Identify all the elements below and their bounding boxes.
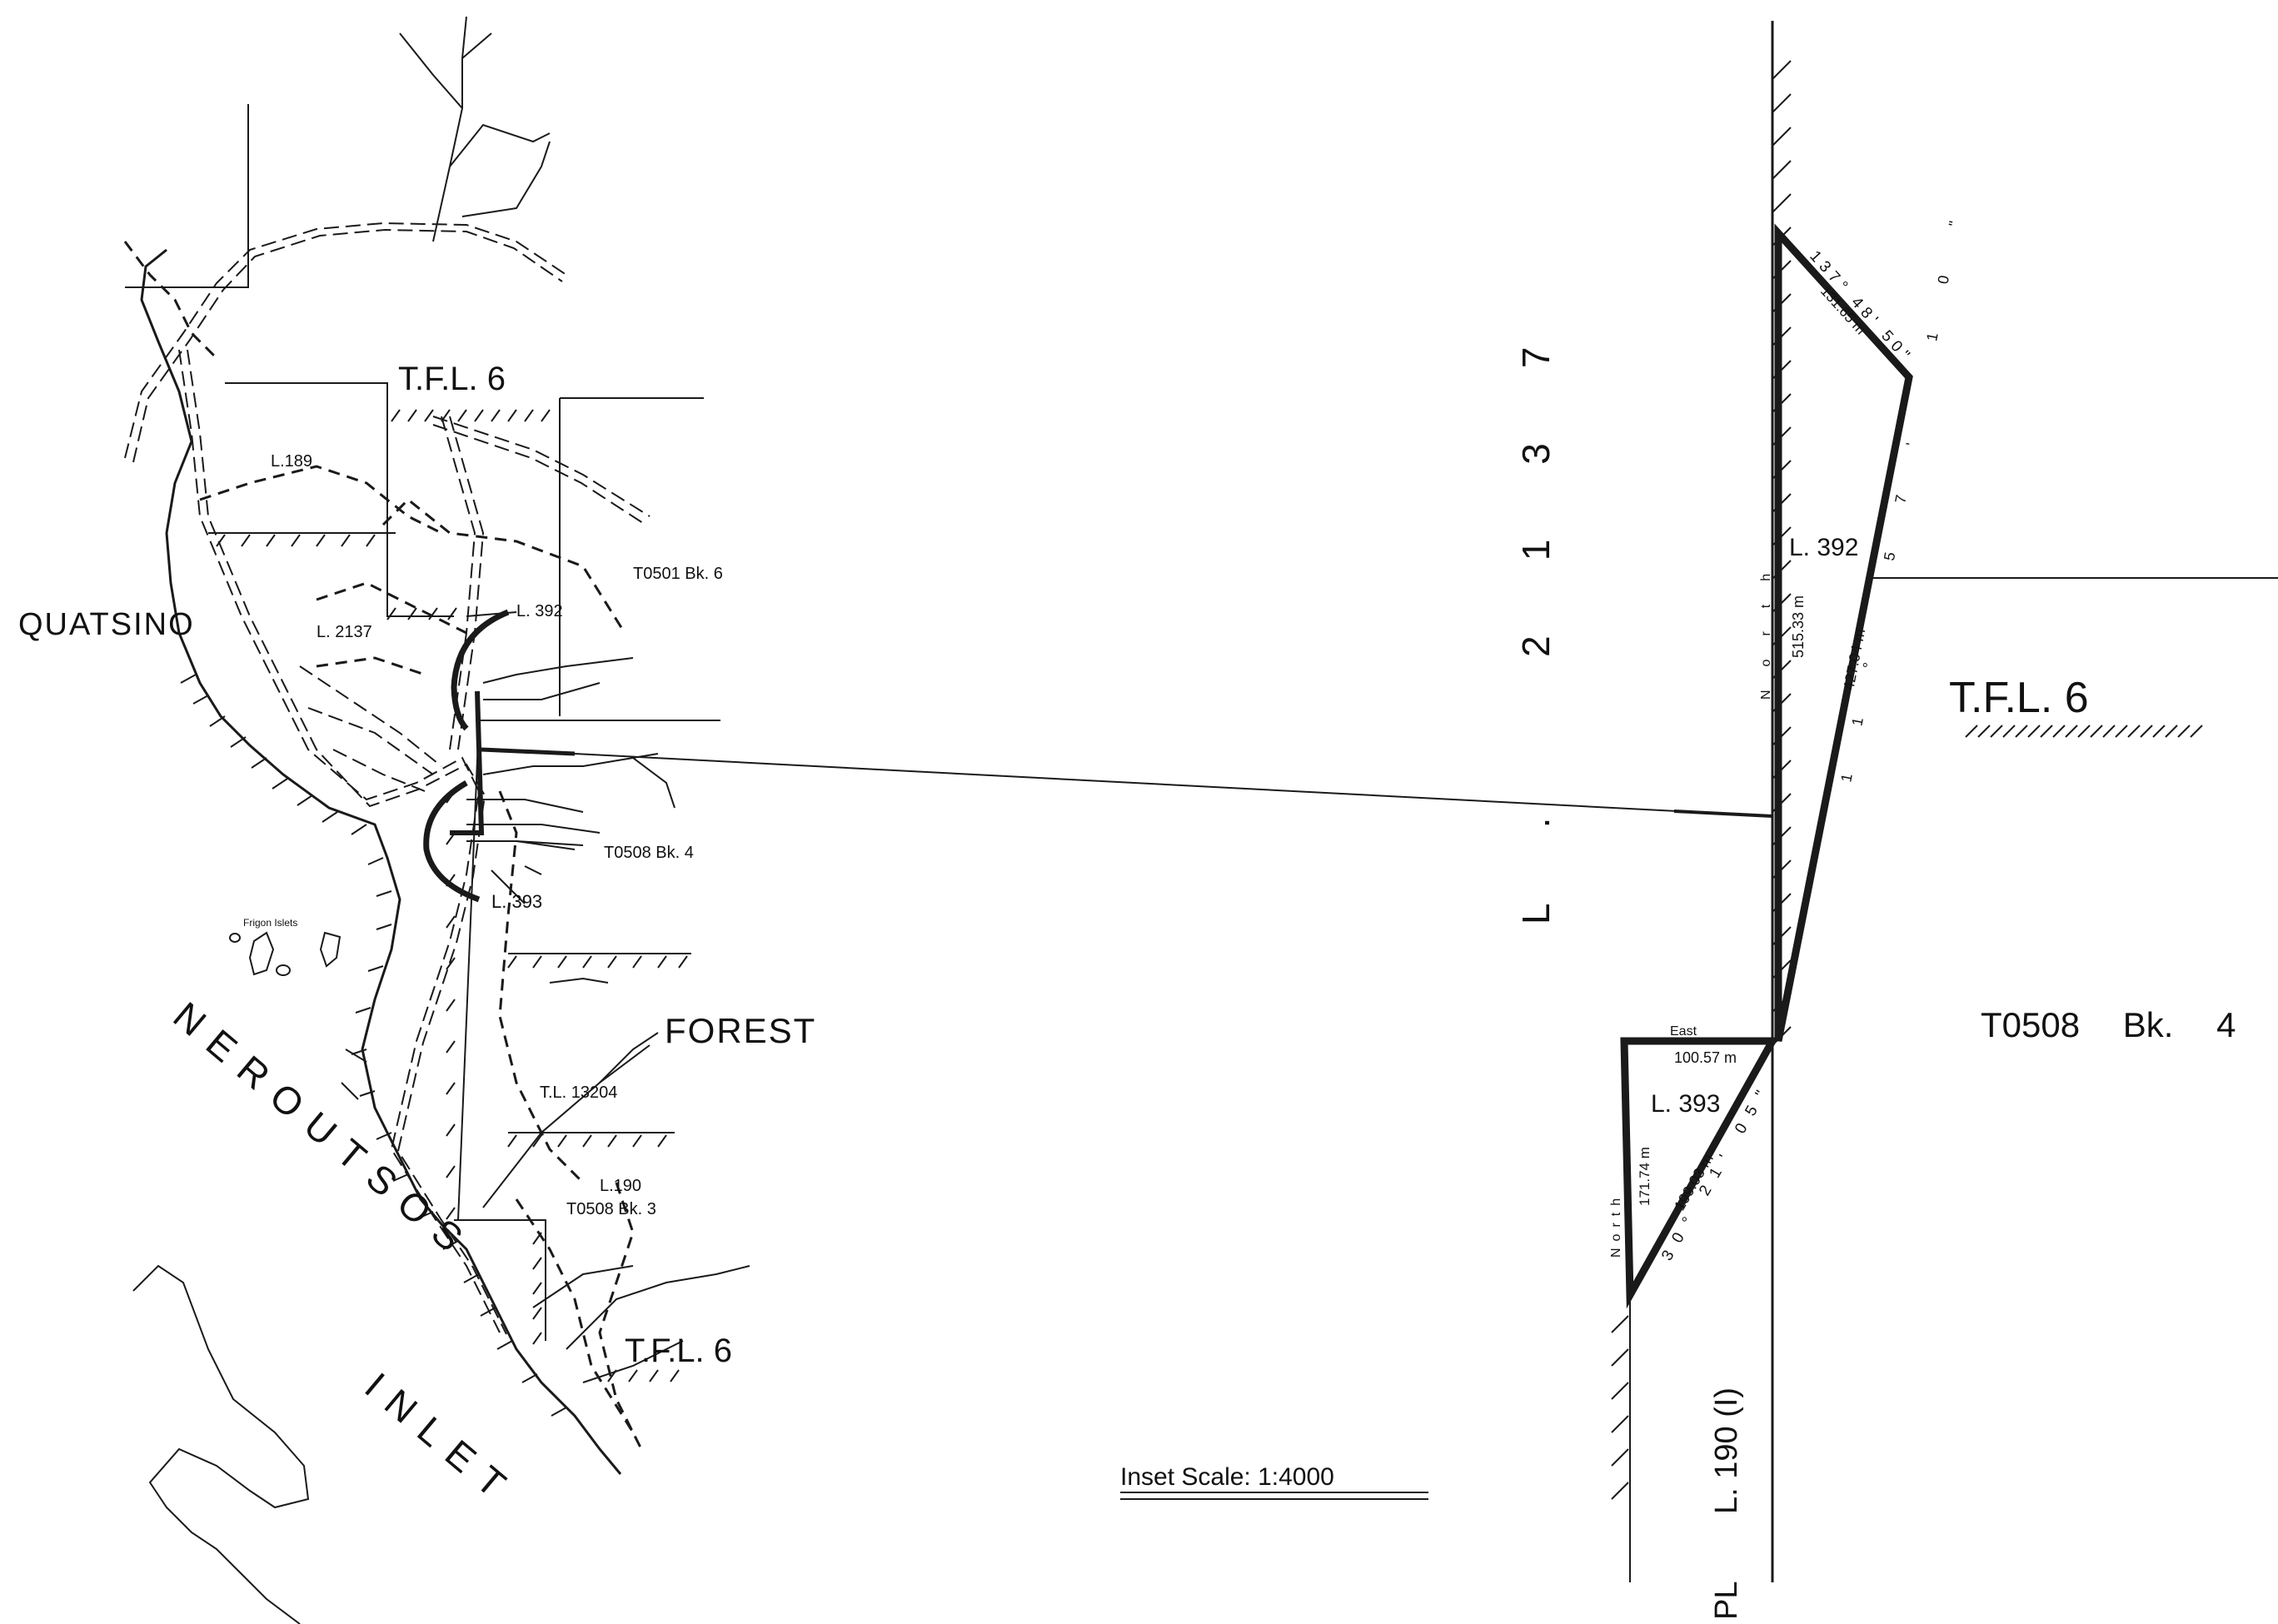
- inset-connector-tick: [1673, 810, 1773, 818]
- roads: [124, 222, 651, 1335]
- l393-north-label: North: [1609, 1192, 1623, 1258]
- inset-plan: L. 2137 T.F.L. 6 T0508 Bk. 4 L. 392 L. 3…: [1120, 21, 2278, 1620]
- inset-connector-line: [574, 753, 1773, 817]
- leader-tl13204: [599, 1044, 651, 1083]
- l392-pointer-arc: [451, 609, 510, 731]
- leader-t0508-bk4: [516, 840, 584, 846]
- l2137-label: L. 2137: [317, 623, 372, 641]
- inlet-far-shore: [132, 1264, 310, 1624]
- l393-east-label: East: [1670, 1024, 1697, 1039]
- inlet-label: INLET: [357, 1364, 526, 1515]
- l392-north-label: North: [1759, 550, 1773, 700]
- inset-scale-label: Inset Scale: 1:4000: [1120, 1463, 1334, 1491]
- l392-triangle-small: [481, 747, 576, 756]
- l392-label: L. 392: [516, 602, 563, 620]
- l393-label: L. 393: [491, 891, 542, 912]
- frigon-islets-shapes: [229, 931, 341, 976]
- inset-scale-underline: [1120, 1492, 1428, 1500]
- shoreline: [177, 632, 622, 1475]
- l190-label: L.190: [600, 1177, 641, 1195]
- l392-top-bearing: 137° 48' 50": [1806, 247, 1916, 367]
- tfl6-hatch: [1965, 725, 2203, 738]
- l392-boundary-small: [450, 690, 485, 835]
- t0508-bk4-label: T0508 Bk. 4: [604, 844, 694, 862]
- forest-label: FOREST: [665, 1011, 816, 1050]
- inset-t0508-bk4-label: T0508 Bk. 4: [1981, 1005, 2236, 1044]
- tfl6-top-label: T.F.L. 6: [398, 361, 506, 397]
- neroutsos-label: NEROUTSOS: [166, 994, 483, 1269]
- inset-l392-label: L. 392: [1789, 534, 1858, 561]
- leader-l392: [466, 611, 517, 617]
- l393-east-length: 100.57 m: [1674, 1049, 1737, 1066]
- l392-west-length: 515.33 m: [1790, 595, 1807, 658]
- shoreline-hatch: [180, 674, 567, 1417]
- frigon-islets-label: Frigon Islets: [243, 917, 297, 929]
- t0501-bk6-label: T0501 Bk. 6: [633, 565, 723, 583]
- inset-pl-label: PL: [1709, 1582, 1744, 1620]
- inset-l393-label: L. 393: [1651, 1090, 1720, 1118]
- l189-label: L.189: [271, 452, 312, 471]
- location-map: T.F.L. 6 L.189 T0501 Bk. 6 QUATSINO L. 2…: [18, 16, 816, 1624]
- trails: [123, 241, 643, 1450]
- lot-boundary-hatch: [216, 409, 688, 1382]
- l393-west-hatch: [1611, 1315, 1629, 1500]
- shoreline-north: [140, 248, 193, 634]
- quatsino-label: QUATSINO: [18, 607, 195, 642]
- leader-l393: [491, 869, 526, 904]
- l393-triangle: [1620, 1037, 1779, 1309]
- t0508-bk3-label: T0508 Bk. 3: [566, 1200, 656, 1218]
- l393-pointer-arc: [423, 780, 481, 903]
- creeks: [341, 16, 750, 1383]
- inset-tfl6-label: T.F.L. 6: [1949, 674, 2089, 722]
- tfl6-bottom-label: T.F.L. 6: [625, 1333, 732, 1369]
- l393-west-length: 171.74 m: [1637, 1147, 1652, 1206]
- inset-l190-label: L. 190 (I): [1709, 1387, 1744, 1514]
- inset-lot-2137-label: L. 2137: [1514, 272, 1558, 924]
- l392-triangle: [1774, 223, 1913, 1042]
- tl13204-label: T.L. 13204: [540, 1083, 617, 1102]
